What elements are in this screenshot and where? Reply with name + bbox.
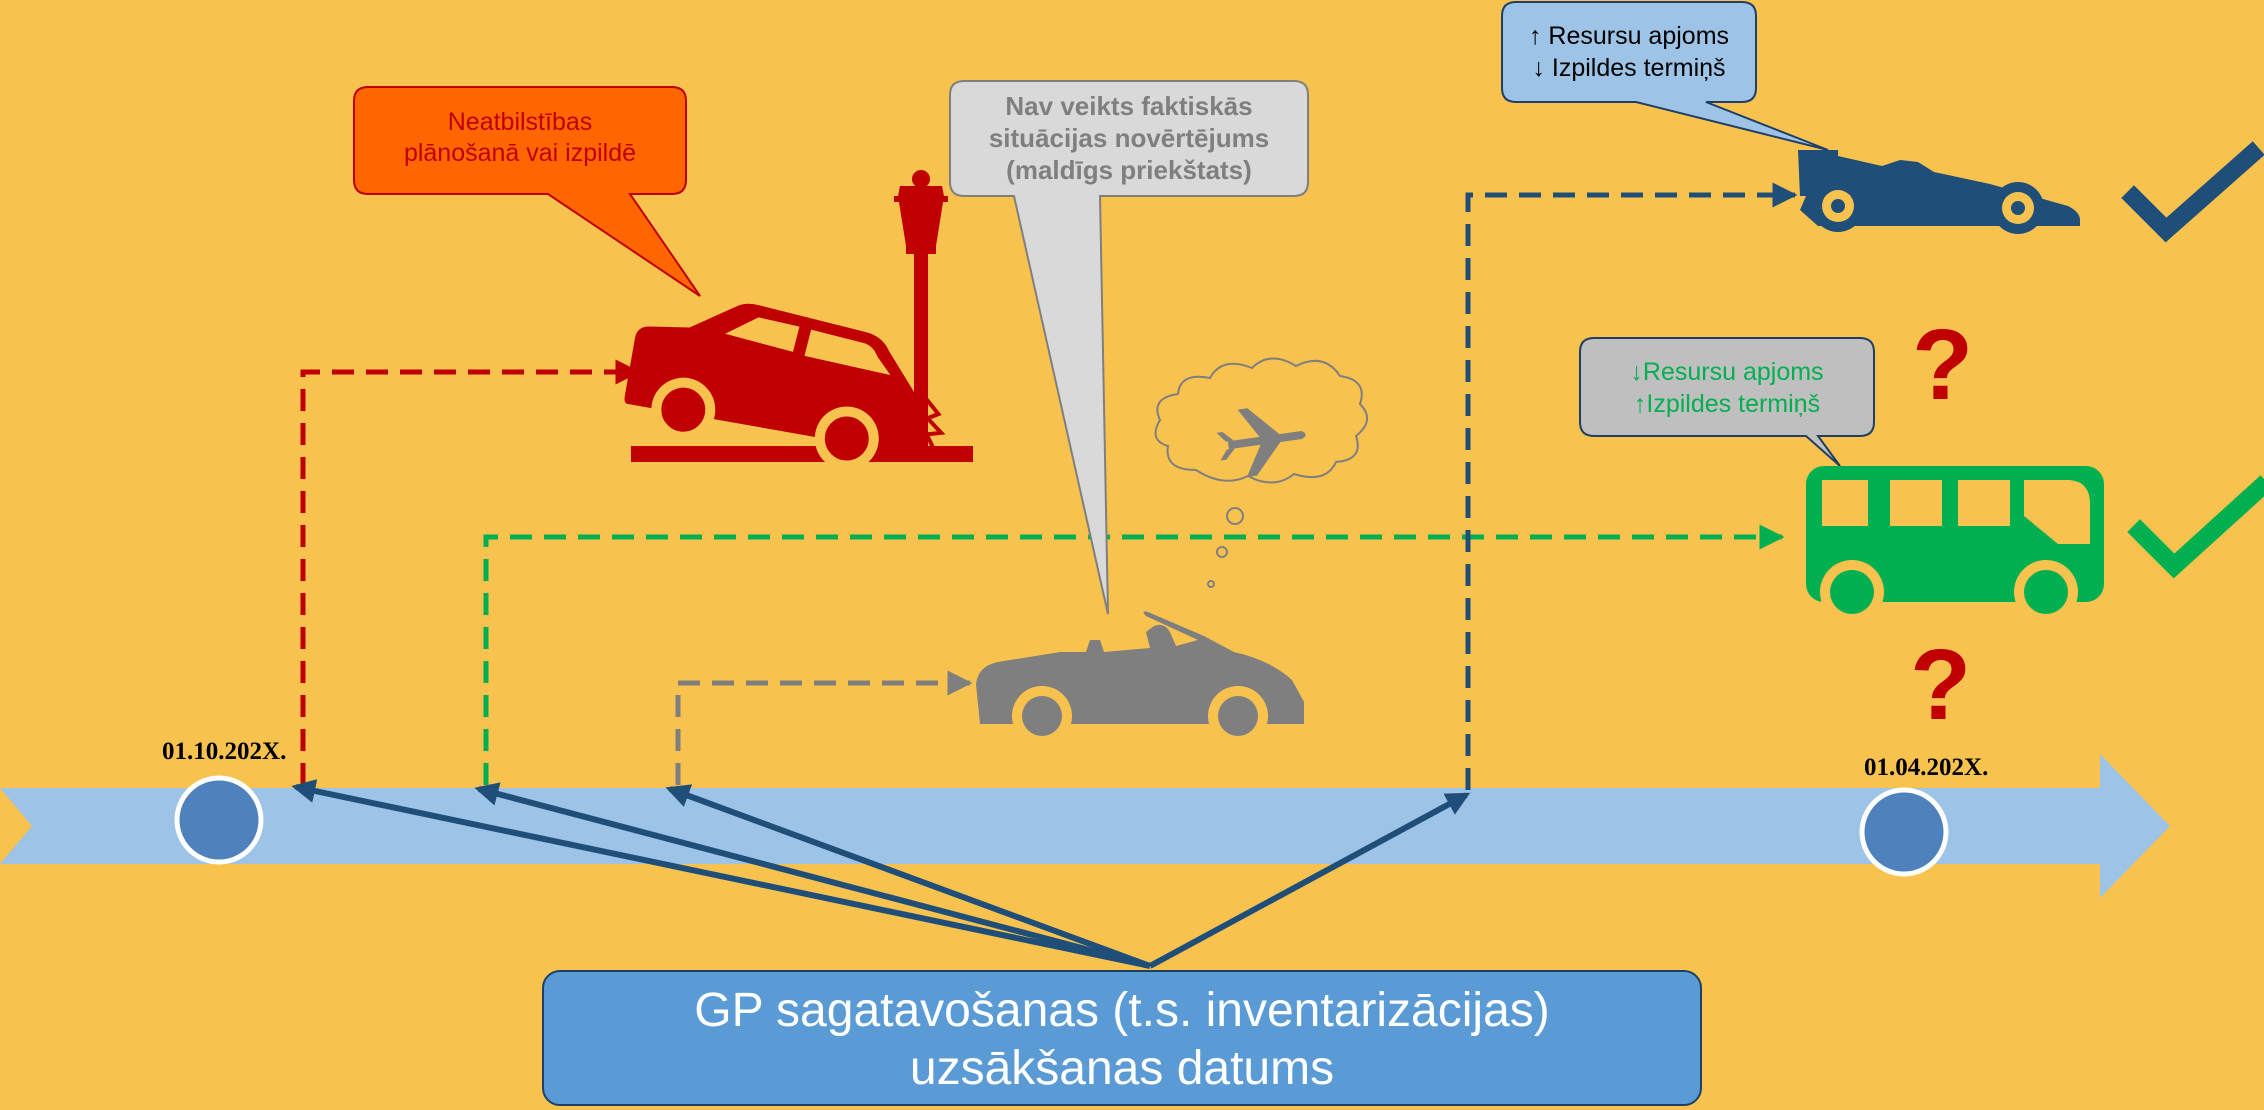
airplane-icon	[1216, 408, 1306, 478]
convertible-speech-bubble	[949, 80, 1309, 615]
gp-arrow-to-blue	[1148, 792, 1471, 969]
racecar-speech-bubble	[1501, 1, 1829, 151]
convertible-bubble-text: Nav veikts faktiskās situācijas novērtēj…	[950, 90, 1308, 186]
gp-box-line1: GP sagatavošanas (t.s. inventarizācijas)	[694, 984, 1550, 1037]
gp-start-date-box: GP sagatavošanas (t.s. inventarizācijas)…	[542, 970, 1702, 1106]
thought-cloud-icon	[1154, 357, 1368, 588]
bus-speech-bubble	[1579, 337, 1875, 467]
gp-arrow-to-gray	[665, 784, 1152, 969]
bus-bubble-text: ↓Resursu apjoms ↑Izpildes termiņš	[1580, 356, 1874, 420]
crash-speech-bubble	[353, 86, 701, 297]
timeline-node-end	[1859, 787, 1949, 877]
bus-icon	[1806, 466, 2104, 624]
question-mark-icon-bottom: ?	[1910, 629, 1972, 741]
convertible-car-icon	[976, 611, 1304, 746]
start-date-label: 01.10.202X.	[162, 738, 286, 766]
convertible-bubble-line1: Nav veikts faktiskās	[1005, 91, 1253, 121]
checkmark-icon-racecar	[2121, 141, 2264, 243]
red-dashed-connector	[300, 359, 641, 785]
gp-arrow-to-green	[474, 782, 1151, 969]
bus-bubble-line2: ↑Izpildes termiņš	[1633, 390, 1821, 418]
racecar-bubble-line1: ↑ Resursu apjoms	[1528, 22, 1730, 50]
racecar-bubble-text: ↑ Resursu apjoms ↓ Izpildes termiņš	[1502, 20, 1756, 84]
timeline-node-start	[174, 775, 264, 865]
end-date-label: 01.04.202X.	[1864, 754, 1988, 782]
racecar-bubble-line2: ↓ Izpildes termiņš	[1532, 54, 1726, 82]
end-date-period: .	[1982, 754, 1989, 781]
checkmark-icon-bus	[2127, 475, 2264, 579]
green-dashed-connector	[483, 524, 1785, 785]
ground-bar	[631, 446, 973, 462]
question-mark-icon-top: ?	[1912, 309, 1974, 421]
crash-bubble-line1: Neatbilstības	[447, 108, 593, 136]
end-date-value: 01.04.202X	[1864, 754, 1983, 781]
convertible-bubble-line2: situācijas novērtējums	[988, 123, 1270, 153]
blue-dashed-connector	[1465, 182, 1798, 790]
lamp-post-icon	[894, 170, 948, 452]
crashed-car-icon	[624, 303, 946, 471]
gp-arrow-to-red	[291, 779, 1151, 969]
gp-box-line2: uzsākšanas datums	[909, 1042, 1335, 1095]
start-date-value: 01.10.202X	[162, 738, 281, 765]
crash-bubble-line2: plānošanā vai izpildē	[403, 139, 637, 168]
bus-bubble-line1: ↓Resursu apjoms	[1630, 358, 1824, 386]
race-car-icon	[1798, 150, 2080, 234]
crash-bubble-text: Neatbilstības plānošanā vai izpildē	[354, 107, 686, 170]
gray-dashed-connector	[675, 670, 973, 785]
start-date-period: .	[280, 738, 287, 765]
timeline-arrow	[0, 754, 2170, 898]
convertible-bubble-line3: (maldīgs priekštats)	[1006, 155, 1252, 185]
